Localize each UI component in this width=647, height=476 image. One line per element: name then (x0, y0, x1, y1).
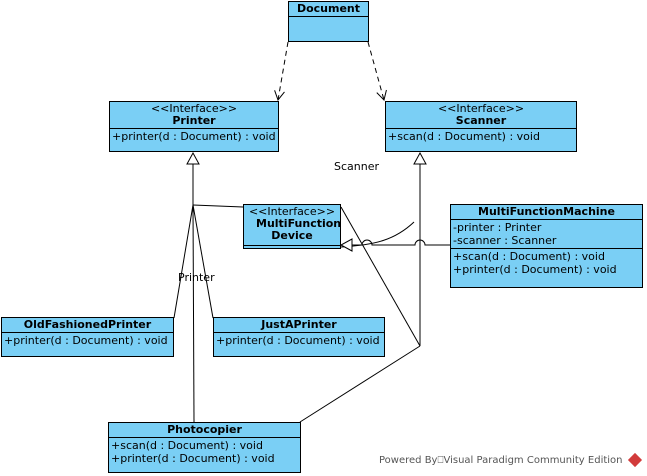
role-label-scanner: Scanner (334, 160, 380, 173)
class-name: Printer (172, 114, 216, 127)
class-photocopier[interactable]: Photocopier +scan(d : Document) : void +… (108, 422, 301, 473)
realization-mfm-to-mfd (339, 238, 451, 252)
operation: +printer(d : Document) : void (4, 334, 168, 347)
class-document[interactable]: Document (288, 1, 369, 42)
class-multifunction-device[interactable]: <<Interface>> MultiFunction Device (243, 204, 341, 249)
operation: +printer(d : Document) : void (216, 334, 380, 347)
line-mfd-scanner (340, 206, 421, 347)
dependency-document-printer (274, 41, 289, 102)
line-oldfashioned (173, 204, 194, 319)
line-photocopier-printer (192, 204, 195, 423)
line-justaprinter (192, 204, 214, 319)
operation: +scan(d : Document) : void (453, 250, 605, 263)
class-printer[interactable]: <<Interface>> Printer +printer(d : Docum… (109, 101, 279, 152)
class-name: OldFashionedPrinter (23, 318, 152, 331)
class-name: Document (296, 2, 361, 15)
class-name: Photocopier (167, 423, 242, 436)
stereotype: <<Interface>> (248, 205, 336, 218)
operation: +printer(d : Document) : void (111, 452, 275, 465)
stereotype: <<Interface>> (150, 102, 238, 115)
line-photocopier-scanner (299, 345, 421, 423)
operation: +printer(d : Document) : void (112, 130, 276, 143)
class-multifunction-machine[interactable]: MultiFunctionMachine -printer : Printer … (450, 204, 643, 288)
watermark: Powered By⎕Visual Paradigm Community Edi… (379, 455, 623, 466)
operation: +printer(d : Document) : void (453, 263, 617, 276)
stereotype: <<Interface>> (437, 102, 525, 115)
line-mfd-printer (192, 204, 244, 208)
dependency-document-scanner (367, 41, 387, 101)
class-name: JustAPrinter (261, 318, 337, 331)
class-justaprinter[interactable]: JustAPrinter +printer(d : Document) : vo… (213, 317, 385, 357)
class-name: Scanner (455, 114, 507, 127)
class-name: MultiFunctionMachine (478, 205, 615, 218)
attribute: -scanner : Scanner (453, 234, 557, 247)
role-label-printer: Printer (178, 271, 215, 284)
class-name: MultiFunction Device (256, 217, 342, 242)
operation: +scan(d : Document) : void (111, 439, 263, 452)
attribute: -printer : Printer (453, 221, 542, 234)
class-oldfashioned-printer[interactable]: OldFashionedPrinter +printer(d : Documen… (1, 317, 174, 357)
class-scanner[interactable]: <<Interface>> Scanner +scan(d : Document… (385, 101, 577, 152)
operation: +scan(d : Document) : void (388, 130, 540, 143)
